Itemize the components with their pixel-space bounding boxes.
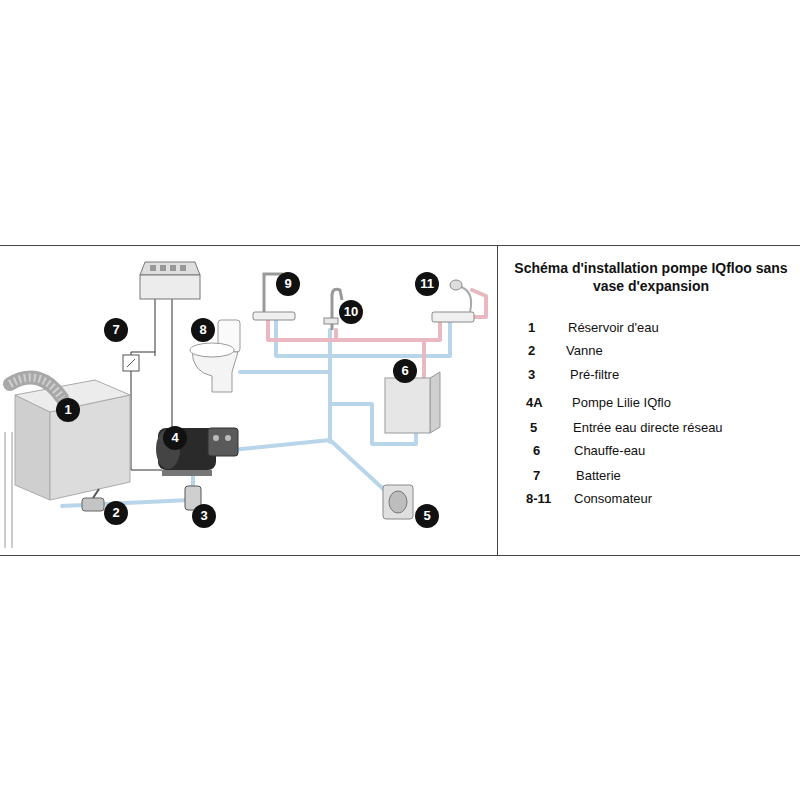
tank-rail [5, 432, 6, 548]
battery-cell [150, 265, 156, 271]
legend-number: 6 [533, 443, 540, 459]
legend-number: 4A [526, 395, 543, 411]
callout-number: 7 [112, 323, 119, 337]
legend-text: Vanne [566, 343, 603, 359]
callout-circle: 7 [104, 318, 128, 342]
cold-pipe [232, 440, 392, 497]
legend-number: 5 [530, 420, 537, 436]
shower-head [450, 280, 462, 290]
switch-symbol [123, 355, 139, 371]
callout-circle: 10 [339, 300, 363, 324]
legend-text: Pré-filtre [570, 367, 619, 383]
callout-number: 9 [284, 277, 291, 291]
pump-control [208, 428, 238, 456]
heater-body [385, 378, 430, 433]
callout-circle: 8 [191, 318, 215, 342]
callout-circle: 4 [163, 426, 187, 450]
wire [172, 299, 173, 428]
legend-number: 2 [528, 343, 535, 359]
frame-line [0, 555, 800, 556]
diagram-title: Schéma d'installation pompe IQfloo sans … [514, 259, 788, 295]
valve-symbol [82, 498, 104, 511]
hot-pipe [424, 322, 440, 340]
pump-knob [225, 435, 231, 441]
legend-text: Pompe Lilie IQflo [572, 395, 671, 411]
tank-side [15, 395, 50, 500]
wire [155, 299, 156, 356]
callout-number: 8 [199, 323, 206, 337]
callout-number: 10 [344, 305, 358, 319]
toilet-seat [190, 343, 234, 357]
callout-circle: 2 [104, 501, 128, 525]
shower-hose [458, 286, 471, 312]
cold-pipe [328, 330, 332, 442]
pump-foot [162, 470, 212, 476]
callout-number: 1 [64, 403, 71, 417]
pump-knob [213, 435, 219, 441]
callout-circle: 11 [415, 272, 439, 296]
battery-body [140, 275, 200, 299]
legend-text: Chauffe-eau [574, 443, 645, 459]
callout-circle: 9 [276, 272, 300, 296]
callout-number: 6 [401, 364, 408, 378]
legend-number: 8-11 [526, 491, 551, 507]
faucet-base [253, 312, 295, 320]
tank-rail [12, 432, 13, 548]
hot-pipe [334, 330, 338, 340]
callout-number: 5 [423, 509, 430, 523]
battery-top [140, 262, 200, 275]
callout-circle: 5 [415, 504, 439, 528]
heater-side [430, 372, 440, 433]
callout-number: 3 [200, 509, 207, 523]
legend-text: Batterie [576, 468, 621, 484]
faucet-base [324, 318, 338, 324]
tank-hose [10, 378, 62, 398]
callout-number: 2 [112, 506, 119, 520]
hot-pipes [268, 290, 486, 378]
callout-number: 4 [171, 431, 178, 445]
frame-line [0, 245, 800, 246]
legend-text: Consomateur [574, 491, 652, 507]
tank-front [50, 395, 130, 500]
legend-number: 1 [528, 320, 535, 336]
legend-text: Entrée eau directe réseau [573, 420, 723, 436]
inlet-plate [383, 485, 413, 519]
cold-pipe [240, 370, 330, 374]
callout-circle: 1 [56, 398, 80, 422]
divider-line [497, 245, 498, 556]
battery-cell [180, 265, 186, 271]
switch-lever [127, 359, 135, 367]
shower-mixer [432, 312, 474, 322]
legend-text: Réservoir d'eau [568, 320, 659, 336]
callout-circle: 3 [192, 504, 216, 528]
legend-number: 7 [533, 468, 540, 484]
legend-number: 3 [528, 367, 535, 383]
cold-pipe [62, 500, 190, 506]
tank-hose-ribs [10, 378, 62, 398]
battery-cell [170, 265, 176, 271]
valve-lever [93, 489, 99, 498]
battery-cell [160, 265, 166, 271]
callout-number: 11 [420, 277, 434, 291]
inlet-socket [389, 491, 407, 513]
callout-circle: 6 [393, 359, 417, 383]
